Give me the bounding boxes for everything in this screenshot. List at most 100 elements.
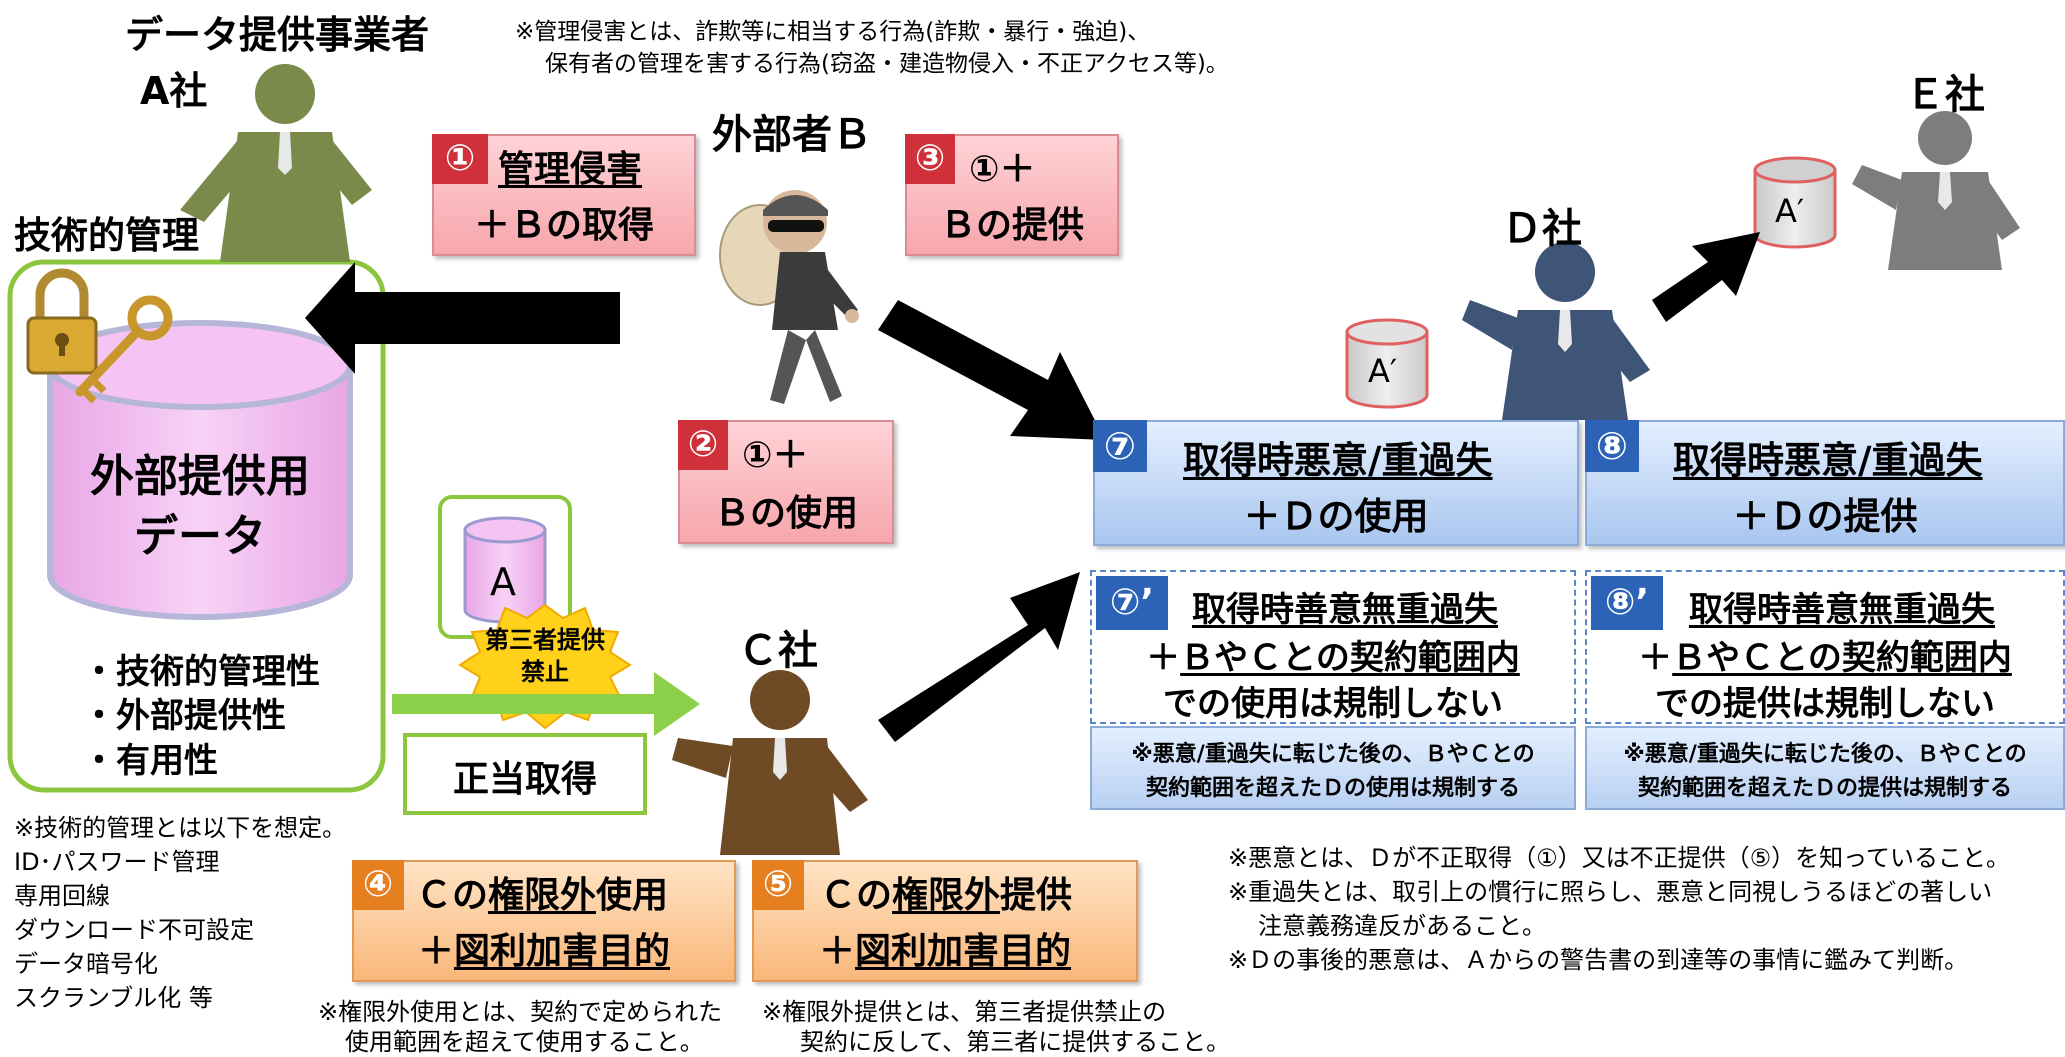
kanri-note-line1: ※管理侵害とは、詐欺等に相当する行為(詐欺・暴行・強迫)、 [515, 19, 1151, 45]
box-8-prime-number: ⑧’ [1591, 576, 1663, 630]
box-5-line2b: 図利加害目的 [855, 931, 1072, 972]
box-5-number: ⑤ [752, 860, 804, 910]
box-4-line2b: 図利加害目的 [454, 931, 671, 972]
property-useful: ・有用性 [82, 741, 218, 781]
box-3-line1: ①＋ [969, 149, 1036, 190]
box-8-prime-line1: 取得時善意無重過失 [1689, 590, 1995, 630]
no-third-party-line2: 禁止 [521, 658, 569, 686]
box-7-sub-note: ※悪意/重過失に転じた後の、ＢやＣとの 契約範囲を超えたＤの使用は規制する [1090, 726, 1576, 810]
box-7-line2: ＋Ｄの使用 [1243, 495, 1429, 538]
box-8-prime-line2b: ＢやＣとの契約範囲内 [1672, 638, 2012, 678]
kanri-note-line2: 保有者の管理を害する行為(窃盗・建造物侵入・不正アクセス等)。 [545, 51, 1229, 77]
box-7-number: ⑦ [1093, 420, 1147, 472]
box-1-management-infringement: ① 管理侵害 ＋Ｂの取得 [432, 134, 696, 256]
arrow-b-to-a [305, 262, 620, 374]
note-4-line2: 使用範囲を超えて使用すること。 [345, 1028, 704, 1056]
tech-note-item-3: ダウンロード不可設定 [14, 916, 254, 944]
tech-mgmt-label: 技術的管理 [14, 214, 199, 257]
box-7-prime-number: ⑦’ [1096, 576, 1168, 630]
box-7-prime-line2a: ＋ [1146, 638, 1181, 678]
lock-key-icon [26, 268, 173, 404]
box-7-prime-line3: での使用は規制しない [1163, 684, 1503, 724]
company-c-label: Ｃ社 [738, 628, 818, 674]
box-8-d-provision: ⑧ 取得時悪意/重過失 ＋Ｄの提供 [1585, 420, 2065, 546]
company-e-person-icon [1852, 111, 2020, 270]
box-8-line1: 取得時悪意/重過失 [1673, 439, 1983, 482]
note-5-line1: ※権限外提供とは、第三者提供禁止の [762, 998, 1167, 1026]
company-e-label: Ｅ社 [1905, 72, 1985, 118]
box-4-line1c: 使用 [596, 875, 669, 916]
box-7-prime-line1: 取得時善意無重過失 [1192, 590, 1498, 630]
box-8-number: ⑧ [1585, 420, 1639, 472]
box-3-number: ③ [905, 134, 955, 184]
box-4-line1b: 権限外 [488, 875, 597, 916]
box-3-b-provision: ③ ①＋ Ｂの提供 [905, 134, 1119, 256]
box-7-d-use: ⑦ 取得時悪意/重過失 ＋Ｄの使用 [1093, 420, 1579, 546]
licensed-data-label: A [490, 560, 516, 604]
d-data-label: A′ [1368, 352, 1398, 390]
box-3-line2: Ｂの提供 [939, 205, 1084, 246]
data-label-line2: データ [134, 511, 266, 562]
outsider-thief-icon [719, 190, 859, 404]
box-2-line2: Ｂの使用 [713, 493, 858, 534]
arrow-b-to-d [878, 300, 1105, 440]
box-2-line1: ①＋ [742, 435, 809, 476]
box-7-line1: 取得時悪意/重過失 [1183, 439, 1493, 482]
box-8-prime-d-provision-good-faith: ⑧’ 取得時善意無重過失 ＋ＢやＣとの契約範囲内 での提供は規制しない [1585, 570, 2065, 724]
data-label-line1: 外部提供用 [90, 451, 310, 502]
box-8-line2: ＋Ｄの提供 [1732, 495, 1918, 538]
e-data-cylinder-icon [1753, 156, 1837, 249]
note-5-line2: 契約に反して、第三者に提供すること。 [800, 1028, 1231, 1056]
definition-note-4: ※Ｄの事後的悪意は、Ａからの警告書の到達等の事情に鑑みて判断。 [1228, 946, 1969, 974]
legit-acquire-frame [403, 733, 647, 815]
e-data-label: A′ [1775, 192, 1805, 230]
box-4-c-unauthorized-use: ④ Ｃの権限外使用 ＋図利加害目的 [352, 860, 736, 982]
box-2-number: ② [678, 420, 728, 470]
property-tech: ・技術的管理性 [82, 652, 320, 692]
box-1-line2: ＋Ｂの取得 [473, 205, 654, 246]
definition-note-1: ※悪意とは、Ｄが不正取得（①）又は不正提供（⑤）を知っていること。 [1228, 844, 2010, 872]
company-c-person-icon [672, 670, 868, 855]
tech-note-title: ※技術的管理とは以下を想定。 [14, 814, 347, 842]
definition-note-3: 注意義務違反があること。 [1258, 912, 1546, 940]
box-8-prime-line3: での提供は規制しない [1655, 684, 1995, 724]
box-4-line1a: Ｃの [416, 875, 489, 916]
box-5-c-unauthorized-provision: ⑤ Ｃの権限外提供 ＋図利加害目的 [752, 860, 1138, 982]
outsider-b-label: 外部者Ｂ [712, 112, 872, 158]
no-third-party-line1: 第三者提供 [485, 626, 605, 654]
box-5-line1c: 提供 [1000, 875, 1073, 916]
arrow-d-to-e [1652, 232, 1760, 322]
box-1-line1: 管理侵害 [498, 149, 643, 190]
box-5-line1b: 権限外 [892, 875, 1001, 916]
box-7-sub-line1: ※悪意/重過失に転じた後の、ＢやＣとの [1131, 742, 1535, 767]
box-7-prime-line2b: ＢやＣとの契約範囲内 [1180, 638, 1520, 678]
box-2-b-use: ② ①＋ Ｂの使用 [678, 420, 894, 544]
company-a-person-icon [180, 64, 372, 262]
company-a-label: A社 [140, 69, 208, 113]
tech-note-item-1: ID･パスワード管理 [14, 848, 220, 876]
company-d-label: Ｄ社 [1502, 206, 1582, 252]
definition-note-2: ※重過失とは、取引上の慣行に照らし、悪意と同視しうるほどの著しい [1228, 878, 1993, 906]
licensed-data-cylinder-icon [463, 516, 547, 624]
box-5-line1a: Ｃの [820, 875, 893, 916]
tech-note-item-2: 専用回線 [14, 882, 110, 910]
box-8-prime-line2a: ＋ [1638, 638, 1673, 678]
property-external: ・外部提供性 [82, 696, 286, 736]
box-1-number: ① [432, 134, 488, 184]
arrow-c-to-d [878, 572, 1080, 742]
box-8-sub-line1: ※悪意/重過失に転じた後の、ＢやＣとの [1623, 742, 2027, 767]
legit-acquire-label: 正当取得 [452, 759, 597, 800]
legit-acquire-arrow [392, 672, 700, 736]
box-5-line2a: ＋ [818, 931, 855, 972]
d-data-cylinder-icon [1345, 318, 1429, 409]
box-8-sub-line2: 契約範囲を超えたＤの提供は規制する [1637, 776, 2012, 801]
provider-title: データ提供事業者 [125, 13, 430, 57]
tech-note-item-4: データ暗号化 [14, 950, 158, 978]
tech-note-item-5: スクランブル化 等 [14, 984, 213, 1012]
box-4-line2a: ＋ [417, 931, 454, 972]
box-8-sub-note: ※悪意/重過失に転じた後の、ＢやＣとの 契約範囲を超えたＤの提供は規制する [1585, 726, 2065, 810]
box-7-sub-line2: 契約範囲を超えたＤの使用は規制する [1145, 776, 1520, 801]
box-7-prime-d-use-good-faith: ⑦’ 取得時善意無重過失 ＋ＢやＣとの契約範囲内 での使用は規制しない [1090, 570, 1576, 724]
company-d-person-icon [1462, 242, 1650, 420]
